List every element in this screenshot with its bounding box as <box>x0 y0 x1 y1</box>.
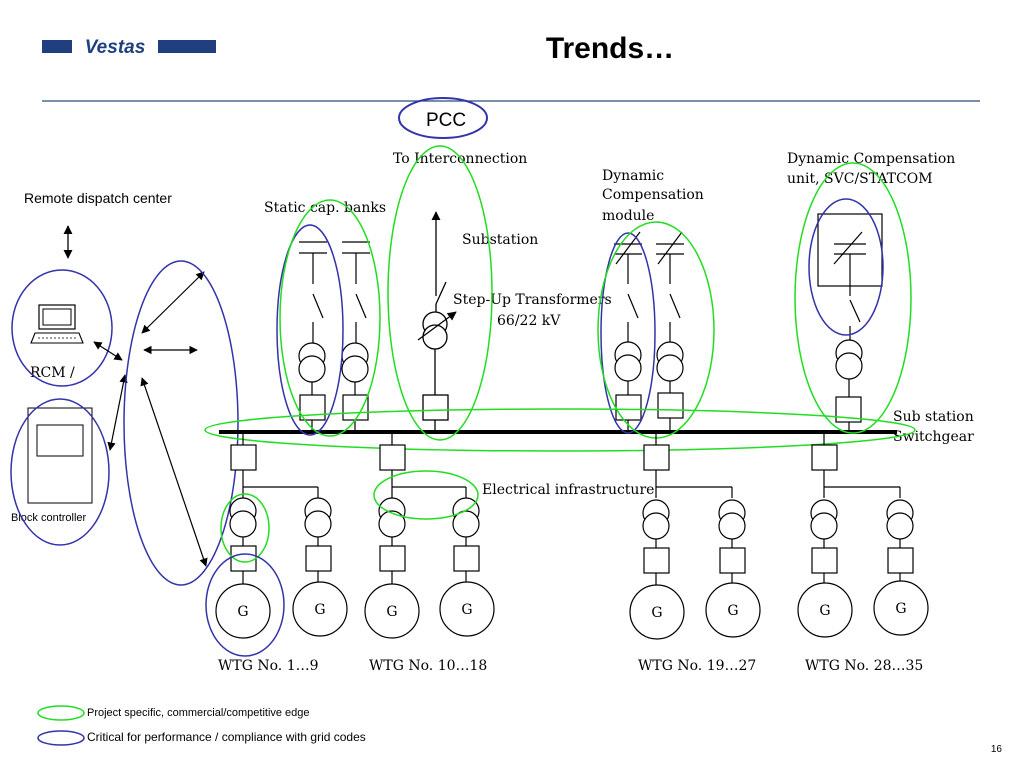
generator-labels: G G G G G G G G <box>237 601 906 621</box>
generator-label: G <box>314 602 325 618</box>
switchgear-green-ellipse <box>204 408 916 452</box>
pcc-ellipse <box>398 97 488 139</box>
dynamic-module-label-2: Compensation <box>602 187 704 203</box>
dynamic-unit-label-1: Dynamic Compensation <box>787 151 955 167</box>
generator-label: G <box>237 604 248 620</box>
logo-text: Vestas <box>85 37 146 58</box>
control-arrows <box>93 271 208 567</box>
static-cap-green-ellipse <box>279 199 381 437</box>
electrical-infra-label: Electrical infrastructure <box>482 482 654 498</box>
sub-station-label-1: Sub station <box>893 409 974 425</box>
pcc-label: PCC <box>426 110 466 131</box>
dynamic-compensation-module <box>614 231 684 432</box>
static-cap-blue-ellipse <box>276 224 344 436</box>
dynamic-module-blue-ellipse <box>600 232 656 434</box>
computer-icon <box>30 304 84 344</box>
legend-green-text: Project specific, commercial/competitive… <box>87 707 310 719</box>
communication-ellipse <box>123 260 239 586</box>
block-controller-label: Block controller <box>11 512 87 524</box>
page-number: 16 <box>991 744 1003 755</box>
page-title: Trends… <box>546 32 674 65</box>
turbine-transformer-green-ellipse <box>220 493 270 563</box>
legend-blue-text: Critical for performance / compliance wi… <box>87 730 366 744</box>
static-cap-bank <box>298 241 370 432</box>
generator-label: G <box>386 604 397 620</box>
generator-label: G <box>461 602 472 618</box>
substation-label: Substation <box>462 232 538 248</box>
dynamic-module-label-3: module <box>602 208 654 224</box>
generator-label: G <box>727 603 738 619</box>
sub-station-label-2: Switchgear <box>893 429 974 445</box>
dynamic-unit-label-2: unit, SVC/STATCOM <box>787 171 933 187</box>
stepup-label-1: Step-Up Transformers <box>453 292 612 308</box>
generator-label: G <box>651 605 662 621</box>
rcm-ellipse <box>11 269 113 387</box>
vestas-logo: Vestas <box>42 37 216 58</box>
substation-green-ellipse <box>387 145 493 441</box>
legend-green-swatch <box>37 705 85 721</box>
wtg-group-label: WTG No. 28…35 <box>805 658 923 674</box>
block-controller-ellipse <box>10 398 110 546</box>
rcm-label: RCM / <box>30 365 75 381</box>
wtg-group-label: WTG No. 1…9 <box>218 658 319 674</box>
svc-blue-ellipse <box>808 198 884 336</box>
wtg-group-label: WTG No. 10…18 <box>369 658 487 674</box>
generator-label: G <box>895 601 906 617</box>
generator-label: G <box>819 603 830 619</box>
svc-statcom-unit <box>817 213 883 432</box>
static-cap-label: Static cap. banks <box>264 200 386 216</box>
substation-feeder <box>417 211 457 432</box>
wtg-group-label: WTG No. 19…27 <box>638 658 756 674</box>
to-interconnection-label: To Interconnection <box>393 151 527 167</box>
legend: Project specific, commercial/competitive… <box>37 705 366 746</box>
svc-green-ellipse <box>794 162 912 434</box>
remote-dispatch-label: Remote dispatch center <box>24 190 172 206</box>
dynamic-module-label-1: Dynamic <box>602 168 664 184</box>
stepup-label-2: 66/22 kV <box>497 313 561 329</box>
block-controller-icon <box>27 407 93 504</box>
wtg-feeders <box>230 432 901 498</box>
electrical-infra-green-ellipse <box>373 470 479 520</box>
legend-blue-swatch <box>37 730 85 746</box>
generator-blue-ellipse <box>205 553 285 657</box>
